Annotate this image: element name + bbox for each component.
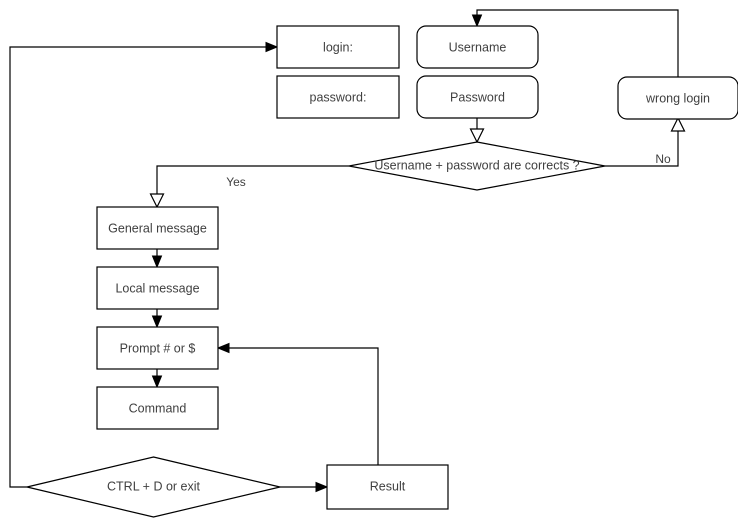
node-exit-check-label: CTRL + D or exit	[107, 479, 200, 493]
node-password-input[interactable]	[416, 75, 539, 119]
arrowhead-into-login	[265, 41, 279, 53]
arrowhead-into-result	[315, 481, 329, 493]
arrowhead-into-prompt-loop	[216, 342, 230, 354]
arrowhead-into-username	[471, 14, 483, 28]
edge-result-to-prompt	[229, 347, 379, 465]
node-general-message[interactable]	[96, 206, 219, 250]
node-exit-check[interactable]	[26, 456, 281, 518]
arrowhead-into-prompt	[151, 315, 163, 329]
edge-wronglogin-to-username	[476, 9, 679, 77]
node-password-prompt-label: password:	[310, 90, 367, 104]
node-command-label: Command	[129, 401, 187, 415]
node-password-input-label: Password	[450, 90, 505, 104]
node-username-input-label: Username	[449, 40, 507, 54]
node-local-message-label: Local message	[115, 281, 199, 295]
arrowhead-into-local-message	[151, 255, 163, 269]
node-wrong-login[interactable]	[617, 76, 738, 120]
node-credentials-check-label: Username + password are corrects ?	[374, 158, 579, 172]
node-prompt-symbol-label: Prompt # or $	[120, 341, 196, 355]
node-wrong-login-label: wrong login	[645, 91, 710, 105]
node-result[interactable]	[326, 464, 449, 510]
edge-label-no: No	[655, 152, 671, 166]
arrowhead-into-general-message	[149, 193, 165, 209]
node-command[interactable]	[96, 386, 219, 430]
node-login-prompt[interactable]	[276, 25, 400, 69]
node-local-message[interactable]	[96, 266, 219, 310]
arrowhead-into-command	[151, 375, 163, 389]
edge-exit-to-login	[9, 46, 268, 488]
node-prompt-symbol[interactable]	[96, 326, 219, 370]
edge-label-yes: Yes	[226, 175, 246, 189]
node-username-input[interactable]	[416, 25, 539, 69]
arrowhead-into-wronglogin	[670, 116, 686, 132]
node-credentials-check[interactable]	[348, 141, 606, 191]
node-password-prompt[interactable]	[276, 75, 400, 119]
node-result-label: Result	[370, 479, 406, 493]
node-general-message-label: General message	[108, 221, 207, 235]
arrowhead-into-decision	[469, 128, 485, 144]
edge-decision-no-to-wronglogin	[605, 130, 679, 167]
edge-decision-yes-to-general	[156, 165, 349, 195]
node-login-prompt-label: login:	[323, 40, 353, 54]
